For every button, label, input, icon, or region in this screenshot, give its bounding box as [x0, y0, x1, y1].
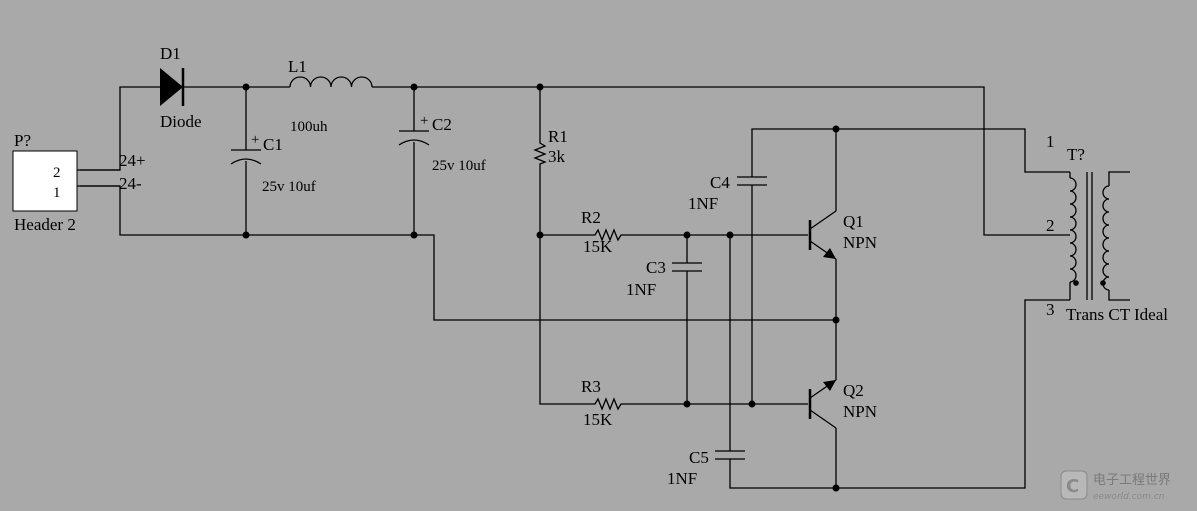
- transformer-designator: T?: [1067, 145, 1085, 164]
- junction-dot: [536, 231, 544, 239]
- transistor-designator: Q1: [843, 212, 864, 231]
- junction-dot: [832, 484, 840, 492]
- resistor-value: 15K: [583, 410, 613, 429]
- wire-c4-top: [751, 128, 1070, 177]
- transistor-q1: Q1 NPN: [808, 210, 877, 260]
- resistor-r2: R2 15K: [581, 208, 624, 256]
- watermark-logo-glyph: C: [1066, 476, 1079, 497]
- resistor-zigzag: [592, 228, 624, 242]
- transistor-q2: Q2 NPN: [808, 379, 877, 429]
- connector-header: P? 2 1 Header 2 24+ 24-: [12, 131, 146, 234]
- capacitor-polarity: +: [251, 132, 259, 148]
- wire-top-rail: [372, 86, 1070, 236]
- capacitor-value: 1NF: [667, 469, 697, 488]
- junction-dot: [683, 231, 691, 239]
- capacitor-designator: C5: [689, 448, 709, 467]
- transformer-t: 1 2 3 T? Trans CT Ideal: [1046, 132, 1168, 324]
- resistor-value: 15K: [583, 237, 613, 256]
- capacitor-curved-plate: [230, 158, 262, 165]
- watermark-title: 电子工程世界: [1093, 473, 1171, 488]
- capacitor-curved-plate: [398, 139, 430, 146]
- capacitor-value: 25v 10uf: [432, 158, 486, 174]
- transformer-primary-coil: [1069, 177, 1077, 283]
- inductor-coil: [289, 76, 373, 88]
- watermark-logo: [1060, 470, 1088, 500]
- resistor-r1: R1 3k: [533, 127, 568, 166]
- wire-c5-bottom: [729, 299, 1070, 489]
- junction-dot: [832, 125, 840, 133]
- capacitor-designator: C4: [710, 173, 730, 192]
- transistor-collector-leg: [809, 210, 837, 230]
- junction-dot: [726, 231, 734, 239]
- transistor-type: NPN: [843, 402, 877, 421]
- resistor-r3: R3 15K: [581, 377, 624, 429]
- net-label-plus: 24+: [119, 151, 146, 170]
- diode-designator: D1: [160, 44, 181, 63]
- connector-pin1-label: 1: [53, 185, 61, 201]
- connector-designator: P?: [14, 131, 31, 150]
- diode-name: Diode: [160, 112, 202, 131]
- junction-dot: [536, 83, 544, 91]
- inductor-designator: L1: [288, 57, 307, 76]
- resistor-zigzag: [592, 397, 624, 411]
- resistor-designator: R3: [581, 377, 601, 396]
- capacitor-designator: C1: [263, 135, 283, 154]
- capacitor-designator: C2: [432, 115, 452, 134]
- connector-pin2-label: 2: [53, 165, 61, 181]
- capacitor-c3: C3 1NF: [626, 258, 702, 299]
- capacitor-value: 1NF: [626, 280, 656, 299]
- transformer-secondary-lead: [1108, 171, 1130, 186]
- resistor-designator: R2: [581, 208, 601, 227]
- junction-dots: [242, 83, 840, 492]
- transformer-pin2-label: 2: [1046, 216, 1055, 235]
- diode-symbol: [160, 68, 183, 106]
- capacitor-c2: + C2 25v 10uf: [398, 113, 486, 174]
- transformer-secondary-coil: [1102, 185, 1110, 291]
- capacitor-c4: C4 1NF: [688, 173, 767, 213]
- transistor-emitter-leg: [809, 409, 837, 429]
- transistor-emitter-arrow: [823, 248, 836, 259]
- junction-dot: [683, 400, 691, 408]
- transformer-name: Trans CT Ideal: [1066, 305, 1168, 324]
- wire-ground-rail: [80, 185, 836, 321]
- inductor-value: 100uh: [290, 119, 328, 135]
- transistor-emitter-arrow: [823, 380, 836, 391]
- capacitor-polarity: +: [420, 113, 428, 129]
- diode-d1: D1 Diode: [160, 44, 202, 131]
- inductor-l1: L1 100uh: [288, 57, 373, 135]
- capacitor-value: 25v 10uf: [262, 179, 316, 195]
- capacitor-c1: + C1 25v 10uf: [230, 132, 316, 195]
- junction-dot: [410, 83, 418, 91]
- connector-name: Header 2: [14, 215, 76, 234]
- junction-dot: [242, 83, 250, 91]
- transformer-phase-dot: [1073, 280, 1079, 286]
- resistor-designator: R1: [548, 127, 568, 146]
- wires: [80, 86, 1070, 489]
- resistor-zigzag: [533, 140, 547, 166]
- junction-dot: [832, 316, 840, 324]
- watermark-url: eeworld.com.cn: [1093, 492, 1165, 502]
- junction-dot: [242, 231, 250, 239]
- junction-dot: [748, 400, 756, 408]
- connector-body: [12, 150, 78, 212]
- capacitor-designator: C3: [646, 258, 666, 277]
- net-label-minus: 24-: [119, 174, 142, 193]
- transformer-pin1-label: 1: [1046, 132, 1055, 151]
- capacitor-c5: C5 1NF: [667, 448, 745, 488]
- transformer-secondary-lead: [1108, 290, 1130, 301]
- capacitor-value: 1NF: [688, 194, 718, 213]
- transformer-pin3-label: 3: [1046, 300, 1055, 319]
- watermark: C 电子工程世界 eeworld.com.cn: [1060, 470, 1171, 502]
- transistor-designator: Q2: [843, 381, 864, 400]
- wire-r1-down: [539, 166, 592, 405]
- resistor-value: 3k: [548, 147, 566, 166]
- transformer-phase-dot: [1100, 280, 1106, 286]
- transistor-type: NPN: [843, 233, 877, 252]
- junction-dot: [410, 231, 418, 239]
